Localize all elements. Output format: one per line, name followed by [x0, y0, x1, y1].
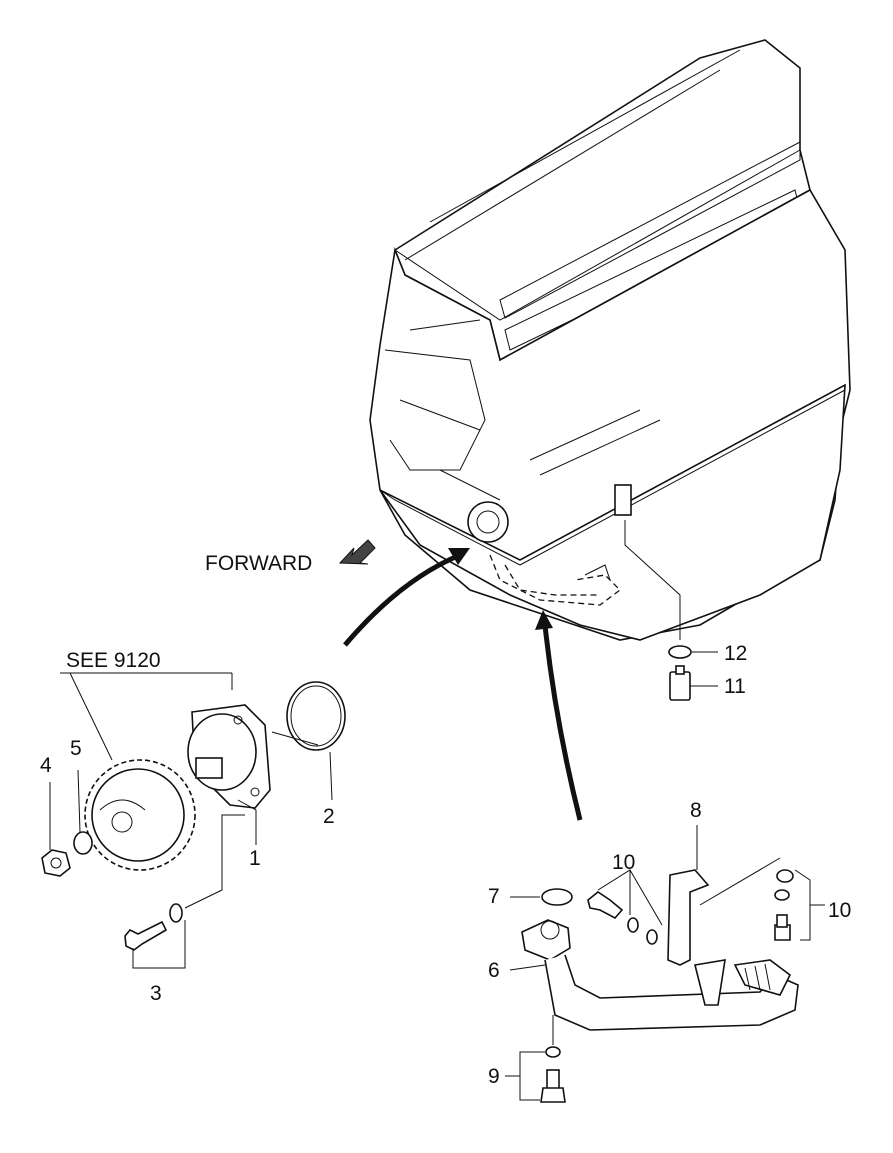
callout-6: 6: [488, 959, 500, 982]
oil-pump-assembly: [187, 704, 271, 809]
callout-9: 9: [488, 1065, 500, 1088]
assembly-arrow-lower: [535, 610, 583, 821]
bolt-set-10-left: [587, 891, 658, 945]
engine-block: [369, 39, 851, 641]
callout-10-left: 10: [612, 851, 636, 874]
bolt-set-10-right: [774, 869, 794, 941]
nut: [41, 849, 71, 877]
assembly-arrow-upper: [343, 548, 470, 647]
callout-4: 4: [40, 754, 52, 777]
suction-tube: [521, 919, 799, 1031]
drain-plug: [669, 665, 691, 701]
callout-2: 2: [323, 805, 335, 828]
callout-7: 7: [488, 885, 500, 908]
callout-8: 8: [690, 799, 702, 822]
tube-o-ring: [541, 888, 573, 906]
forward-label: FORWARD: [205, 552, 313, 575]
callout-11: 11: [724, 675, 746, 698]
tube-bracket: [667, 869, 710, 966]
forward-arrow-icon: [338, 539, 376, 565]
callout-10-right: 10: [828, 899, 852, 922]
see-reference-label: SEE 9120: [66, 649, 161, 672]
lock-washer: [73, 831, 93, 855]
bolt-set-3: [124, 903, 183, 951]
callout-1: 1: [249, 847, 261, 870]
callout-5: 5: [70, 737, 82, 760]
callout-12: 12: [724, 642, 748, 665]
bolt-set-9: [540, 1046, 566, 1103]
o-ring: [286, 681, 346, 751]
drain-plug-gasket: [668, 645, 692, 659]
pump-drive-gear: [84, 759, 196, 871]
callout-3: 3: [150, 982, 162, 1005]
